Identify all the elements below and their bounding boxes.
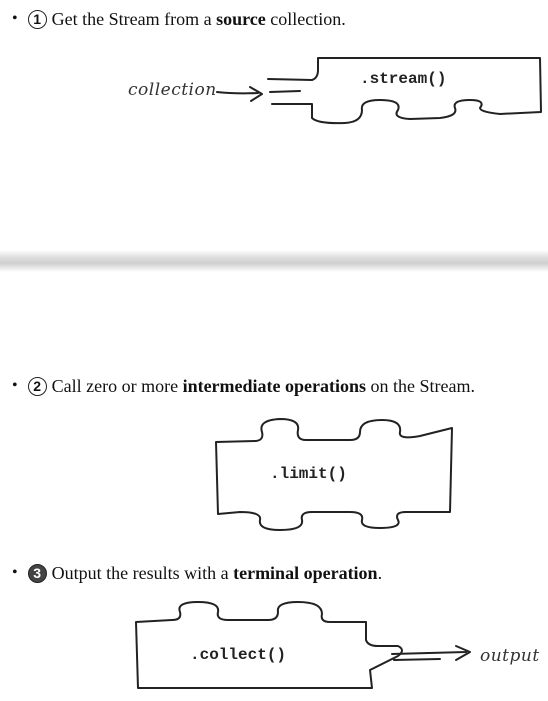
step-1: • 1 Get the Stream from a source collect…: [12, 8, 346, 30]
step-text-bold: source: [216, 9, 266, 29]
step-text-bold: terminal operation: [233, 563, 378, 583]
step-number-badge: 2: [27, 376, 47, 396]
output-label: output: [480, 646, 540, 666]
collect-method-label: .collect(): [190, 646, 287, 664]
collection-arrow-icon: [216, 86, 263, 102]
bullet: •: [12, 10, 18, 27]
step-text-pre: Get the Stream from a: [51, 9, 217, 29]
step-2: • 2 Call zero or more intermediate opera…: [12, 375, 475, 397]
step-number-badge: 1: [27, 9, 47, 29]
step-text-pre: Output the results with a: [51, 563, 234, 583]
step-text-pre: Call zero or more: [51, 376, 183, 396]
step-text-bold: intermediate operations: [182, 376, 367, 396]
output-arrow-icon: [391, 645, 471, 661]
step-3: • 3 Output the results with a terminal o…: [12, 562, 382, 584]
collect-piece-outline: [135, 601, 403, 689]
step-text-post: on the Stream.: [366, 376, 476, 396]
bullet: •: [12, 564, 18, 581]
step-text-post: .: [377, 563, 383, 583]
step-number-badge: 3: [27, 563, 47, 583]
page-break-divider: [0, 250, 548, 272]
limit-piece-outline: [215, 418, 453, 531]
step-text-post: collection.: [265, 9, 346, 29]
stream-piece-outline: [267, 57, 542, 125]
collection-label: collection: [128, 80, 217, 100]
bullet: •: [12, 377, 18, 394]
limit-method-label: .limit(): [270, 465, 347, 483]
stream-method-label: .stream(): [360, 70, 447, 88]
